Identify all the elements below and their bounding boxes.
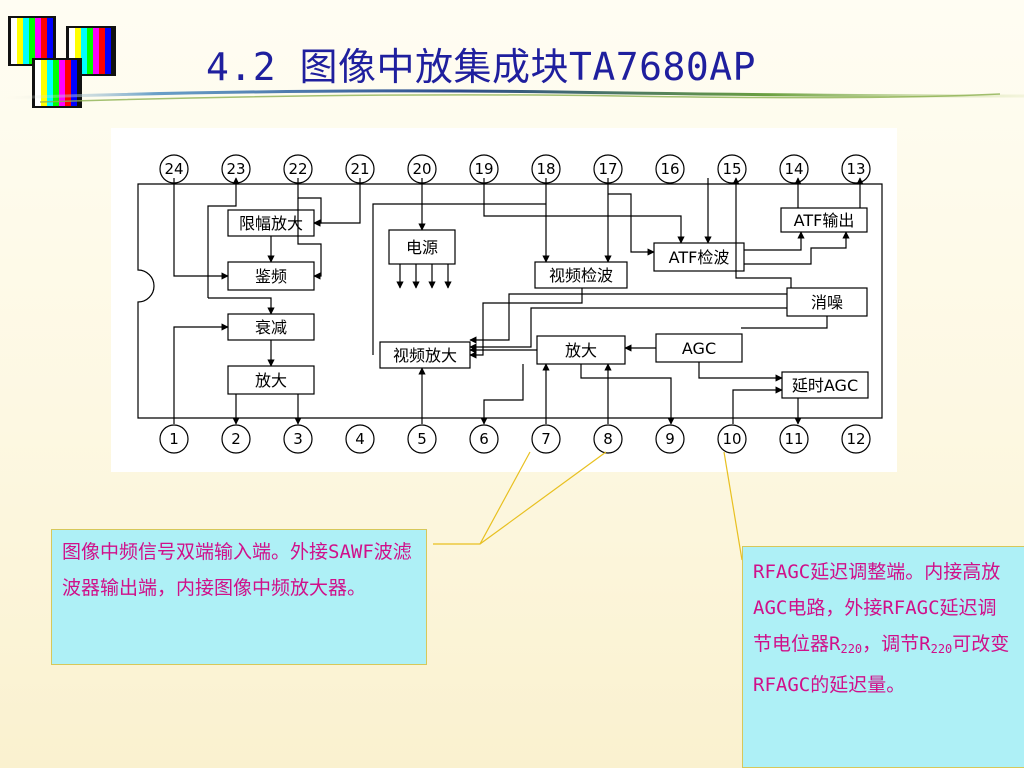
label-video-detector: 视频检波 (549, 266, 613, 285)
pin-circle-10 (717, 424, 747, 454)
top-pin-row: 24 23 22 21 20 19 18 17 16 15 14 13 (159, 154, 871, 184)
pin-label-17: 17 (598, 160, 617, 178)
block-atf-output (780, 207, 868, 233)
label-if-amp: 放大 (565, 341, 597, 360)
pin-label-11: 11 (784, 430, 803, 448)
pin-label-13: 13 (846, 160, 865, 178)
label-agc: AGC (682, 339, 716, 358)
pin-label-24: 24 (164, 160, 183, 178)
pin-label-15: 15 (722, 160, 741, 178)
block-atf-detector (653, 242, 745, 272)
block-agc (655, 333, 743, 363)
resistor-label: R (829, 633, 841, 655)
label-power: 电源 (406, 238, 438, 257)
pin-label-23: 23 (226, 160, 245, 178)
page-title: 4.2 图像中放集成块TA7680AP (206, 45, 757, 89)
pin-circle-1 (159, 424, 189, 454)
callout-pin10-tail: 可改变RFAGC的延迟量。 (753, 633, 1010, 696)
label-discriminator: 鉴频 (255, 267, 287, 286)
pin-label-21: 21 (350, 160, 369, 178)
leader-to-pin-10 (723, 451, 743, 561)
title-underline (0, 89, 1024, 103)
callout-pin10-text: RFAGC延迟调整端。内接高放AGC电路，外接RFAGC延迟调节电位器R220，… (753, 554, 1014, 703)
pin-label-10: 10 (722, 430, 741, 448)
callout-pin7-8-text: 图像中频信号双端输入端。外接SAWF波滤波器输出端，内接图像中频放大器。 (62, 541, 412, 599)
ic-outline (137, 183, 883, 419)
label-audio-amp: 放大 (255, 371, 287, 390)
callout-pin10-line1: RFAGC延迟调整端。内接高放AGC电路，外接RFAGC延迟调节电位器 (753, 561, 1001, 655)
pin-label-22: 22 (288, 160, 307, 178)
pin-label-19: 19 (474, 160, 493, 178)
pin-label-5: 5 (417, 430, 427, 448)
pin-label-8: 8 (603, 430, 613, 448)
block-noise-suppress (786, 287, 868, 317)
color-bar-logo (8, 16, 116, 108)
pin-circle-3 (283, 424, 313, 454)
pin-circle-2 (221, 424, 251, 454)
color-bar-block-3 (32, 58, 82, 108)
pin-label-12: 12 (846, 430, 865, 448)
leader-to-pin-7 (433, 451, 531, 545)
pin-label-4: 4 (355, 430, 365, 448)
pin-circle-13 (841, 154, 871, 184)
label-attenuator: 衰减 (255, 318, 287, 337)
pin-circle-14 (779, 154, 809, 184)
resistor-sub: 220 (840, 642, 863, 656)
pin-circle-9 (655, 424, 685, 454)
callout-pin10: RFAGC延迟调整端。内接高放AGC电路，外接RFAGC延迟调节电位器R220，… (742, 546, 1024, 768)
pin-label-9: 9 (665, 430, 675, 448)
pin-label-18: 18 (536, 160, 555, 178)
block-video-detector (534, 261, 628, 289)
label-delay-agc: 延时AGC (792, 376, 858, 395)
block-if-amp (536, 335, 626, 365)
pin-label-1: 1 (169, 430, 179, 448)
label-atf-detector: ATF检波 (669, 248, 730, 267)
label-video-amp: 视频放大 (393, 346, 457, 365)
pin-circle-11 (779, 424, 809, 454)
pin-label-16: 16 (660, 160, 679, 178)
leader-to-pin-8 (479, 451, 607, 545)
label-limiter-amp: 限幅放大 (239, 214, 303, 233)
callout-pin7-8: 图像中频信号双端输入端。外接SAWF波滤波器输出端，内接图像中频放大器。 (51, 529, 427, 665)
pin-label-20: 20 (412, 160, 431, 178)
block-delay-agc (781, 371, 869, 399)
pin-circle-5 (407, 424, 437, 454)
resistor-sub-2: 220 (930, 642, 953, 656)
pin-circle-8 (593, 424, 623, 454)
pin-circle-12 (841, 424, 871, 454)
pin-circle-16 (655, 154, 685, 184)
pin-label-2: 2 (231, 430, 241, 448)
pin-circle-4 (345, 424, 375, 454)
pin-label-6: 6 (479, 430, 489, 448)
color-bar-block-1 (8, 16, 56, 66)
label-noise-suppress: 消噪 (811, 293, 843, 312)
signal-lines (173, 177, 864, 425)
pin-label-3: 3 (293, 430, 303, 448)
pin-label-7: 7 (541, 430, 551, 448)
pin-circle-15 (717, 154, 747, 184)
callout-pin10-mid: ，调节R (862, 633, 931, 655)
pin-label-14: 14 (784, 160, 803, 178)
label-atf-output: ATF输出 (794, 211, 855, 230)
pin-circle-6 (469, 424, 499, 454)
pin-circle-7 (531, 424, 561, 454)
